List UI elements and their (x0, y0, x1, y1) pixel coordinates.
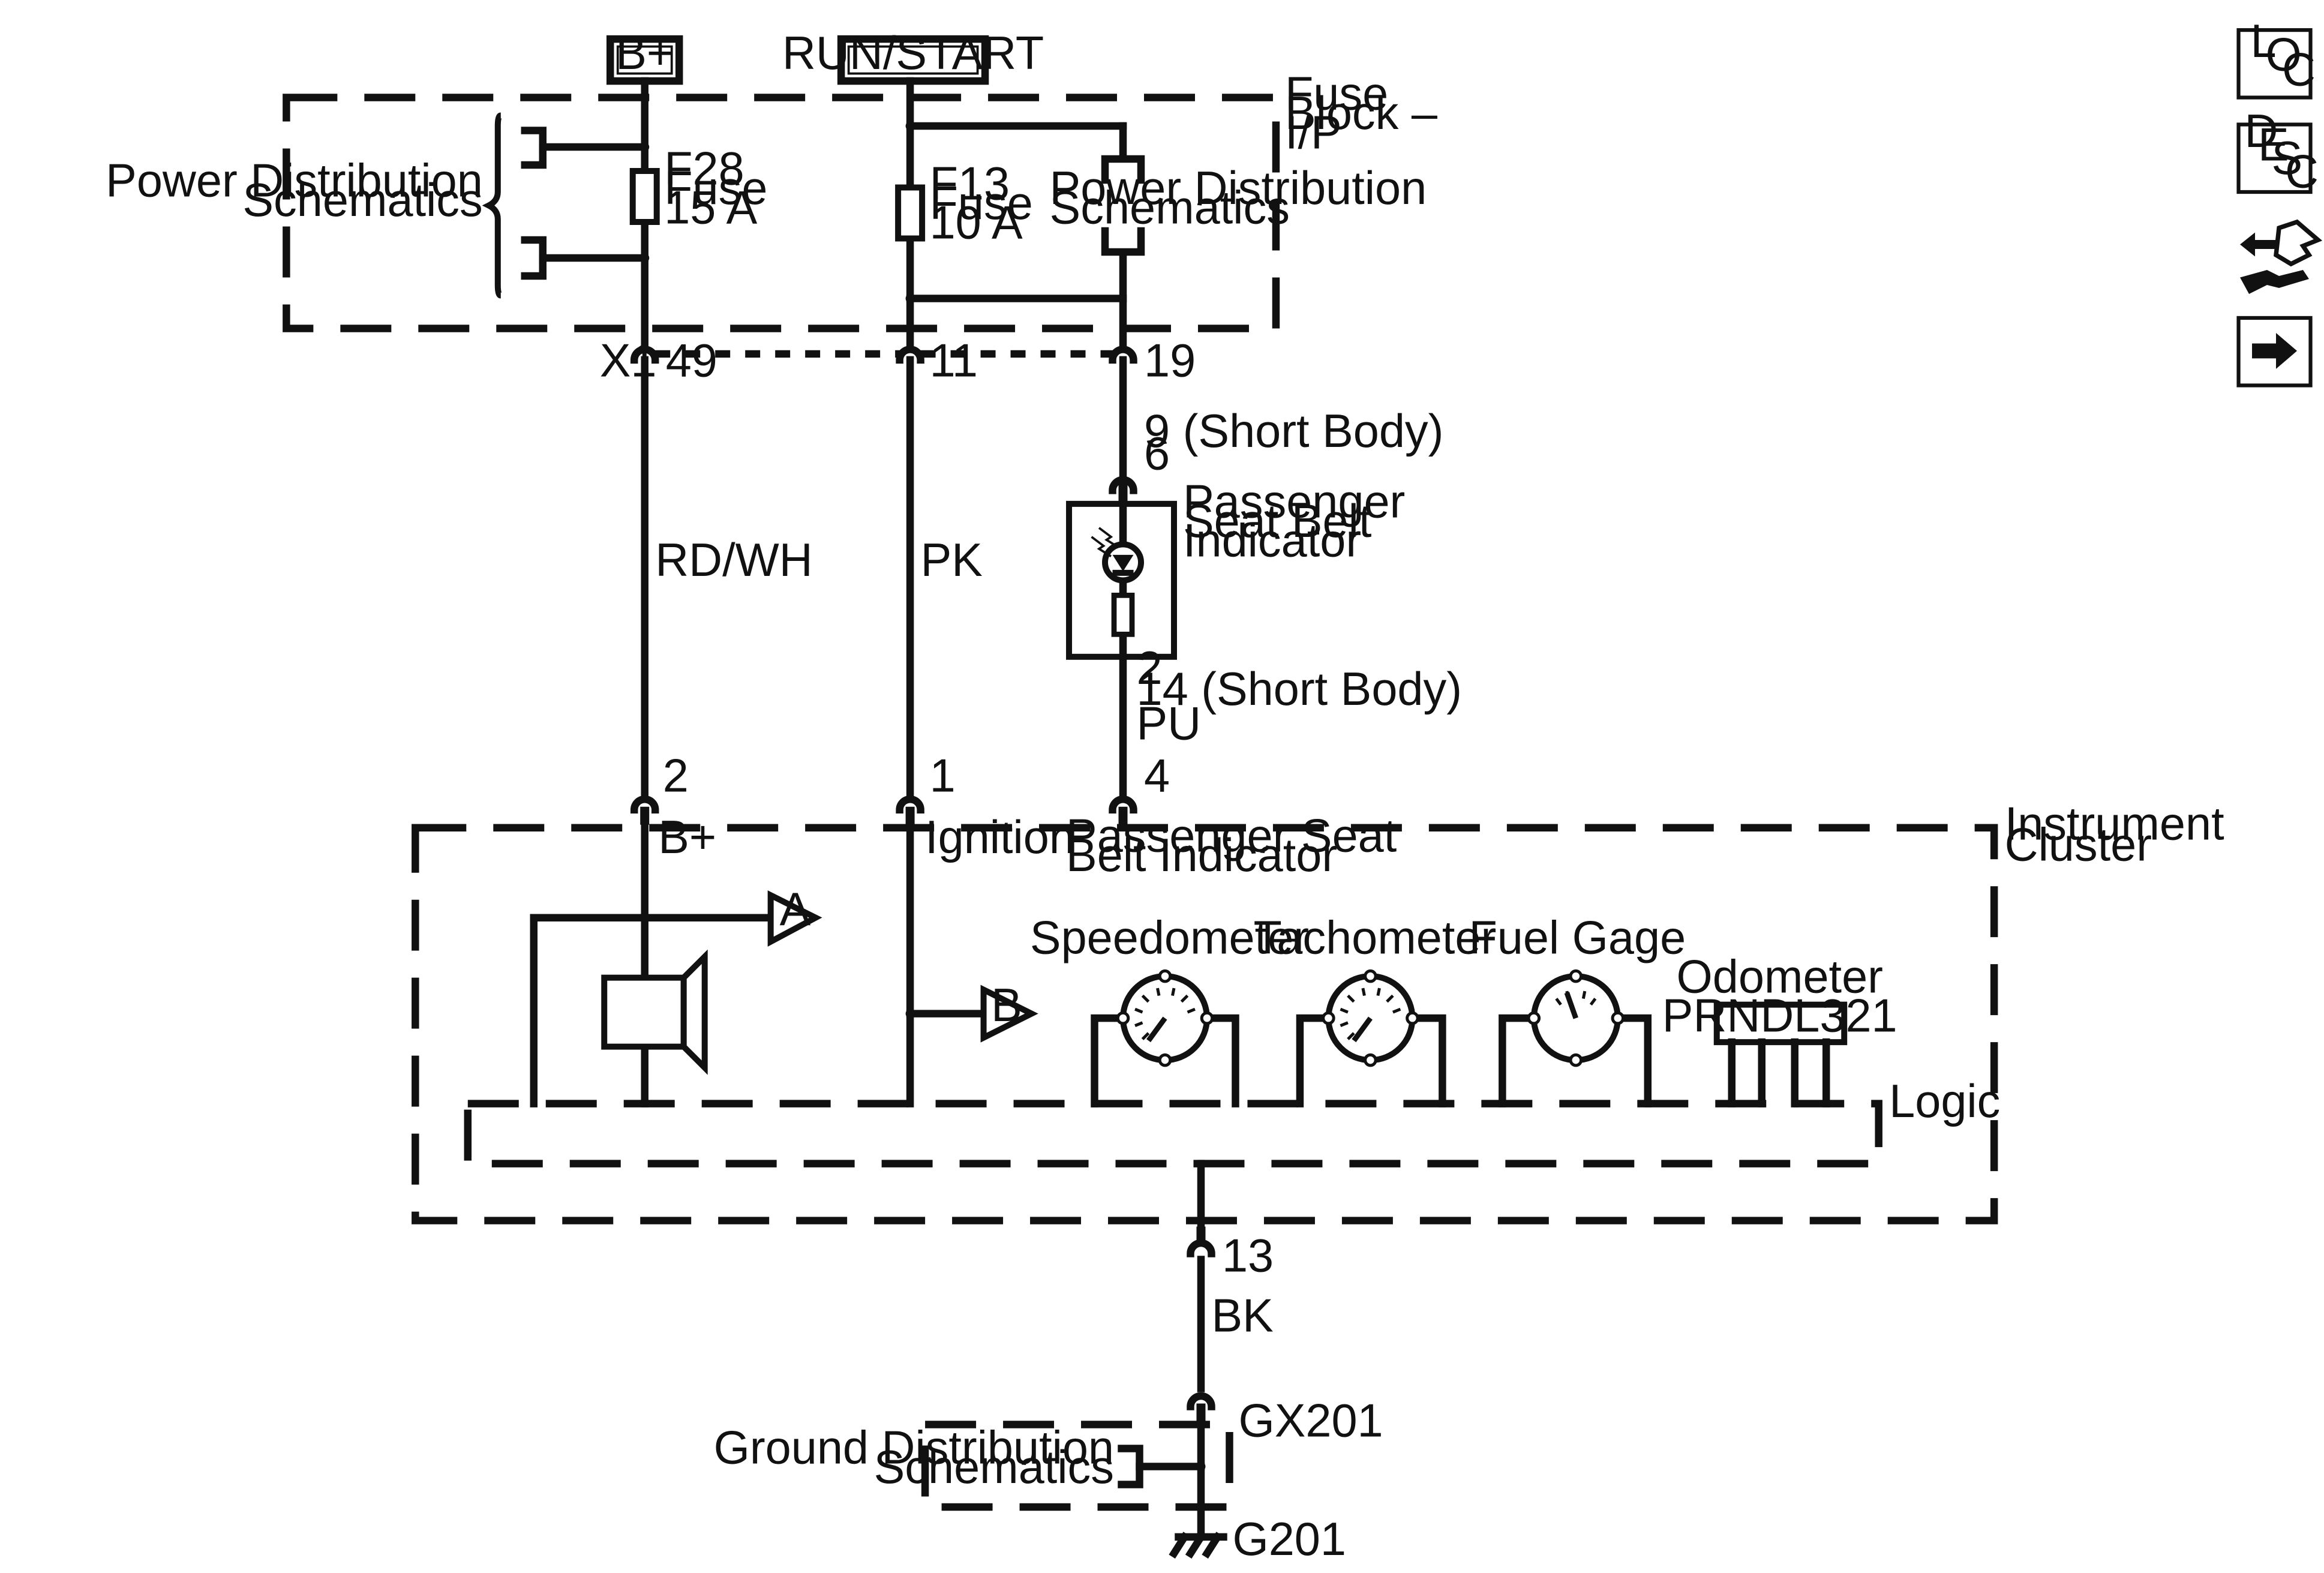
right-power-dist-2: Schematics (1050, 182, 1290, 233)
desc-d: D (2245, 106, 2278, 157)
odometer-label: Odometer (1677, 951, 1883, 1003)
odometer-display: PRNDL321 (1662, 990, 1897, 1107)
seatbelt-bottom-2: 14 (Short Body) (1137, 664, 1463, 715)
ground-circuit: 13 BK GX201 Ground Distribution Schemati… (714, 1226, 1383, 1565)
seatbelt-top-2: 6 (1144, 428, 1170, 479)
wire-bk-label: BK (1211, 1290, 1273, 1342)
ref-a: A (780, 884, 811, 935)
desc-s: S (2272, 133, 2303, 184)
g201-label: G201 (1232, 1514, 1346, 1565)
battery-label: B+ (615, 28, 674, 79)
cluster-label-2: Cluster (2005, 819, 2152, 871)
fuse-block: Fuse Block – I/P Power Distribution Sche… (106, 68, 1438, 352)
right-arrow-icon (2252, 332, 2298, 369)
desc-e: E (2258, 119, 2289, 171)
cluster-bplus: B+ (658, 812, 716, 863)
desc-button[interactable]: D E S C (2236, 106, 2319, 198)
f28-rating: 15 A (664, 182, 757, 233)
pin-19: 19 (1144, 335, 1196, 386)
ic-pin-2: 2 (663, 751, 689, 802)
tachometer-label: Tachometer (1254, 912, 1497, 964)
battery-source: B+ (606, 28, 683, 85)
instrument-cluster: Instrument Cluster B+ Ignition Passenger… (412, 798, 2224, 1233)
loc-c: C (2282, 44, 2316, 96)
chime-speaker-icon (601, 949, 708, 1075)
cluster-ignition: Ignition (925, 812, 1075, 863)
tachometer-gauge-icon (1296, 969, 1446, 1107)
ignition-label: RUN/START (782, 28, 1044, 79)
passenger-seatbelt-indicator: 9 (Short Body) 6 Passenger Seat Belt Ind… (1066, 406, 1463, 715)
seatbelt-label-2: Seat Belt (1183, 496, 1371, 547)
speedometer-label: Speedometer (1030, 912, 1309, 964)
pin-11: 11 (930, 335, 978, 386)
f28-name: F28 (664, 143, 744, 195)
cluster-connectors: 2 1 4 (630, 751, 1170, 825)
left-power-dist-1: Power Distribution (106, 155, 483, 207)
ground-dist-1: Ground Distribution (714, 1422, 1114, 1473)
loc-button[interactable]: L O C (2236, 16, 2316, 100)
loc-o: O (2266, 29, 2302, 81)
gx201-label: GX201 (1238, 1395, 1383, 1446)
ic-pin-1: 1 (930, 751, 956, 802)
desc-c: C (2285, 146, 2319, 198)
logic-label: Logic (1889, 1076, 2000, 1127)
ic-pin-4: 4 (1144, 751, 1170, 802)
ref-b: B (991, 980, 1022, 1031)
ground-pin: 13 (1222, 1230, 1274, 1282)
seatbelt-top-1: 9 (Short Body) (1144, 406, 1443, 457)
f13-type: Fuse (930, 178, 1033, 229)
loc-l: L (2251, 16, 2277, 67)
ground-symbol-icon (1169, 1532, 1227, 1559)
wire-pu-label: PU (1137, 698, 1202, 749)
seatbelt-label-3: Indicator (1183, 515, 1361, 566)
seatbelt-bottom-1: 2 (1137, 643, 1163, 694)
fuel-gage-label: Fuel Gage (1469, 912, 1686, 964)
cluster-seatbelt-2: Belt Indicator (1066, 830, 1337, 881)
speedometer-gauge-icon (1091, 969, 1239, 1107)
right-power-dist-1: Power Distribution (1050, 163, 1427, 214)
pin-49: 49 (666, 335, 717, 386)
f28-type: Fuse (664, 163, 767, 214)
ground-dist-2: Schematics (874, 1442, 1114, 1493)
fuel-gage-icon (1499, 969, 1652, 1107)
wire-rd-wh-label: RD/WH (655, 535, 812, 586)
x1-connector: X1 49 11 19 (600, 335, 1196, 386)
logic-module (464, 1100, 1882, 1167)
fuse-block-label-1: Fuse (1285, 68, 1388, 120)
cluster-label-1: Instrument (2005, 798, 2224, 850)
ignition-source: RUN/START (782, 28, 1044, 85)
left-power-dist-2: Schematics (242, 175, 482, 226)
prndl-text: PRNDL321 (1662, 990, 1897, 1042)
cluster-seatbelt-1: Passenger Seat (1066, 810, 1397, 862)
f13-name: F13 (930, 158, 1010, 210)
f13-rating: 10 A (930, 197, 1023, 248)
next-arrow-button[interactable] (2236, 316, 2313, 388)
fuse-block-label-3: I/P (1285, 107, 1342, 159)
diagnostic-connector-icon[interactable] (2240, 219, 2323, 294)
seatbelt-label-1: Passenger (1183, 476, 1405, 527)
wire-pk-label: PK (921, 535, 983, 586)
fuse-block-label-2: Block – (1285, 88, 1438, 139)
